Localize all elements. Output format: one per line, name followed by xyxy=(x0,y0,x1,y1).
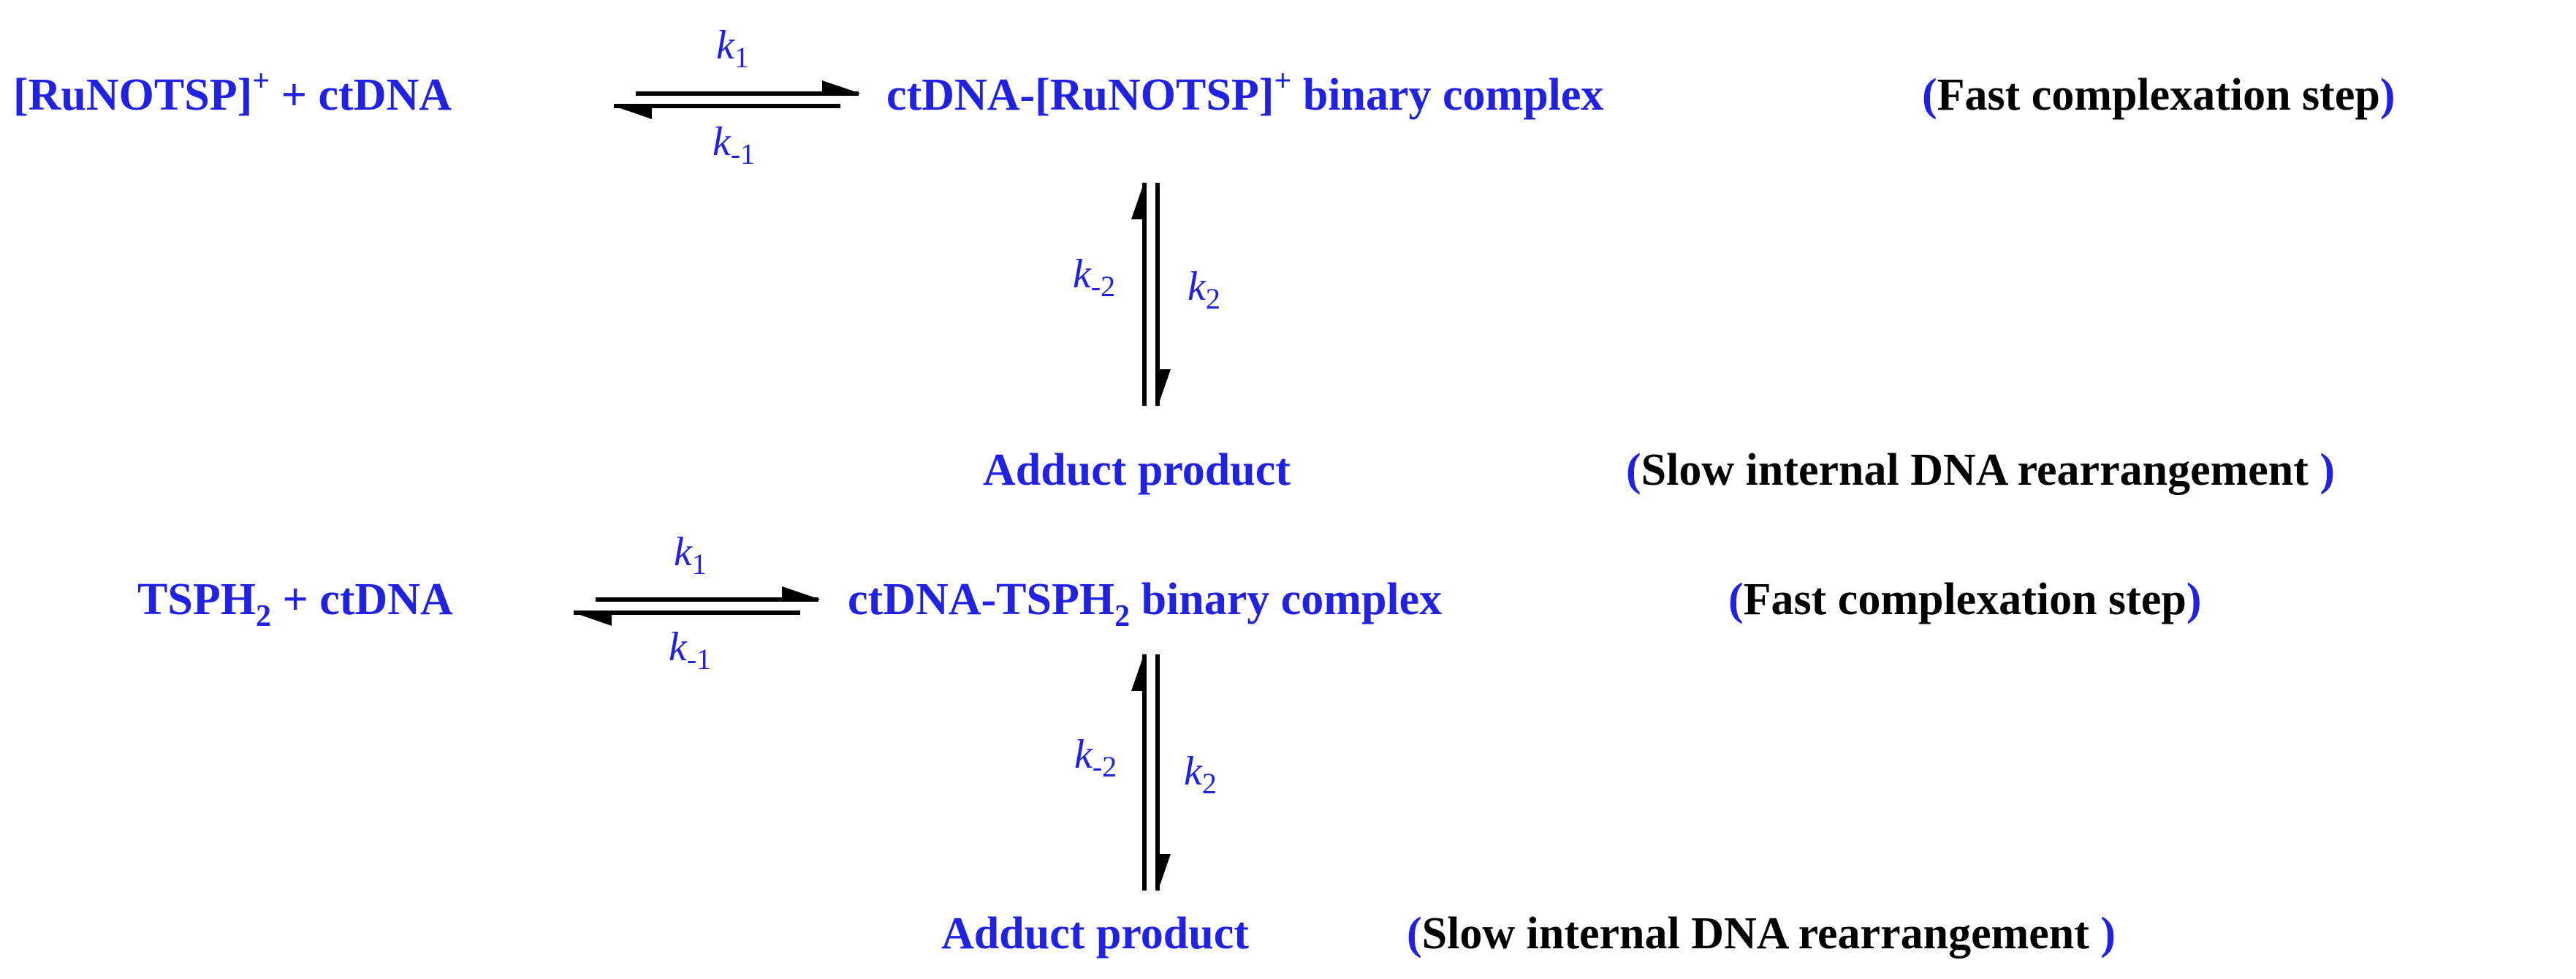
scheme2-equilibrium-arrow xyxy=(574,586,821,626)
scheme1-adduct-product: Adduct product xyxy=(983,445,1291,495)
scheme-1: [RuNOTSP]+ + ctDNA k1 k-1 ctDNA-[RuNOTSP… xyxy=(13,23,2395,495)
scheme2-binary-complex: ctDNA-TSPH2 binary complex xyxy=(848,575,1442,633)
scheme2-k2-label: k2 xyxy=(1184,749,1217,800)
scheme2-k1-label: k1 xyxy=(674,529,707,581)
scheme1-k1-label: k1 xyxy=(716,23,749,74)
scheme2-slow-step-note: (Slow internal DNA rearrangement ) xyxy=(1407,909,2116,959)
scheme1-slow-step-note: (Slow internal DNA rearrangement ) xyxy=(1626,445,2335,495)
scheme2-k-1-label: k-1 xyxy=(669,624,711,676)
scheme1-fast-step-note: (Fast complexation step) xyxy=(1922,70,2395,120)
scheme2-reactants: TSPH2 + ctDNA xyxy=(137,575,453,633)
scheme1-equilibrium-arrow xyxy=(614,80,861,119)
scheme2-k-2-label: k-2 xyxy=(1074,732,1117,783)
scheme2-vertical-equilibrium-arrow xyxy=(1131,653,1171,892)
scheme2-fast-step-note: (Fast complexation step) xyxy=(1728,575,2201,624)
scheme1-binary-complex: ctDNA-[RuNOTSP]+ binary complex xyxy=(886,64,1603,120)
scheme-2: TSPH2 + ctDNA k1 k-1 ctDNA-TSPH2 binary … xyxy=(137,529,2201,959)
scheme1-vertical-equilibrium-arrow xyxy=(1131,181,1171,407)
scheme1-k-1-label: k-1 xyxy=(713,119,755,170)
scheme1-k-2-label: k-2 xyxy=(1073,252,1115,303)
scheme1-k2-label: k2 xyxy=(1188,264,1220,315)
scheme1-reactants: [RuNOTSP]+ + ctDNA xyxy=(13,64,452,120)
scheme2-adduct-product: Adduct product xyxy=(941,909,1249,959)
